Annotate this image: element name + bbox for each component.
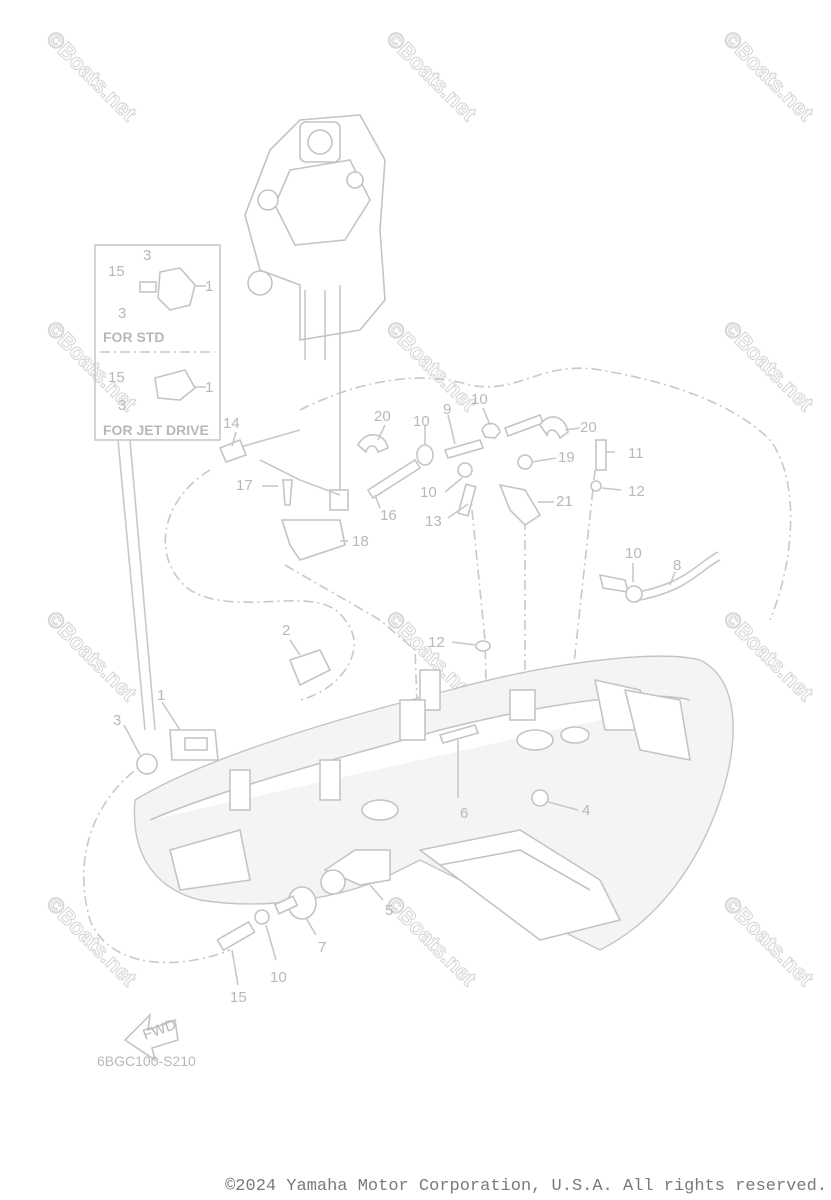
callouts: 14 17 18 20 10 9 10 20 11 19 10 12 21 13… xyxy=(97,391,681,1069)
callout-label: 10 xyxy=(413,413,430,430)
engine-block xyxy=(244,114,386,511)
callout-label: 10 xyxy=(625,545,642,562)
callout-label: 12 xyxy=(428,634,445,651)
callout-label: 17 xyxy=(236,477,253,494)
copyright-notice: ©2024 Yamaha Motor Corporation, U.S.A. A… xyxy=(225,1177,827,1196)
inset-callout: 15 xyxy=(108,369,125,386)
callout-label: 1 xyxy=(157,687,165,704)
callout-label: 10 xyxy=(420,484,437,501)
watermark: ©Boats.net xyxy=(41,891,141,991)
callout-label: 8 xyxy=(673,557,681,574)
callout-label: 3 xyxy=(113,712,121,729)
callout-label: 5 xyxy=(385,902,393,919)
callout-label: 10 xyxy=(471,391,488,408)
callout-label: 6 xyxy=(460,805,468,822)
callout-label: 20 xyxy=(580,419,597,436)
callout-label: 20 xyxy=(374,408,391,425)
callout-label: 19 xyxy=(558,449,575,466)
bottom-cowling xyxy=(133,655,734,951)
callout-label: 15 xyxy=(230,989,247,1006)
lower-parts: FWD xyxy=(123,649,549,1062)
callout-label: 2 xyxy=(282,622,290,639)
watermark: ©Boats.net xyxy=(718,316,818,416)
callout-label: 16 xyxy=(380,507,397,524)
callout-label: 18 xyxy=(352,533,369,550)
hose-routing xyxy=(82,367,792,964)
inset-callout: 3 xyxy=(143,247,151,264)
inset-callout: 15 xyxy=(108,263,125,280)
watermark: ©Boats.net xyxy=(41,26,141,126)
callout-label: 9 xyxy=(443,401,451,418)
callout-label: 14 xyxy=(223,415,240,432)
inset-box: 3 15 1 3 FOR STD 15 1 3 FOR JET DRIVE xyxy=(94,244,221,731)
watermark: ©Boats.net xyxy=(718,891,818,991)
watermark: ©Boats.net xyxy=(718,606,818,706)
watermark: ©Boats.net xyxy=(41,606,141,706)
watermark: ©Boats.net xyxy=(718,26,818,126)
small-parts xyxy=(218,413,643,652)
inset-callout: 1 xyxy=(205,379,213,396)
callout-label: 7 xyxy=(318,939,326,956)
callout-label: 13 xyxy=(425,513,442,530)
inset-callout: 3 xyxy=(118,397,126,414)
inset-jet-label: FOR JET DRIVE xyxy=(103,422,209,438)
diagram-code: 6BGC100-S210 xyxy=(97,1053,196,1069)
inset-callout: 1 xyxy=(205,278,213,295)
callout-label: 21 xyxy=(556,493,573,510)
callout-label: 4 xyxy=(582,802,590,819)
leader-lines xyxy=(123,407,676,986)
inset-std-label: FOR STD xyxy=(103,329,164,345)
callout-label: 12 xyxy=(628,483,645,500)
callout-label: 10 xyxy=(270,969,287,986)
watermark: ©Boats.net xyxy=(381,891,481,991)
inset-callout: 3 xyxy=(118,305,126,322)
callout-label: 11 xyxy=(628,445,644,462)
watermark: ©Boats.net xyxy=(381,316,481,416)
watermark: ©Boats.net xyxy=(381,26,481,126)
